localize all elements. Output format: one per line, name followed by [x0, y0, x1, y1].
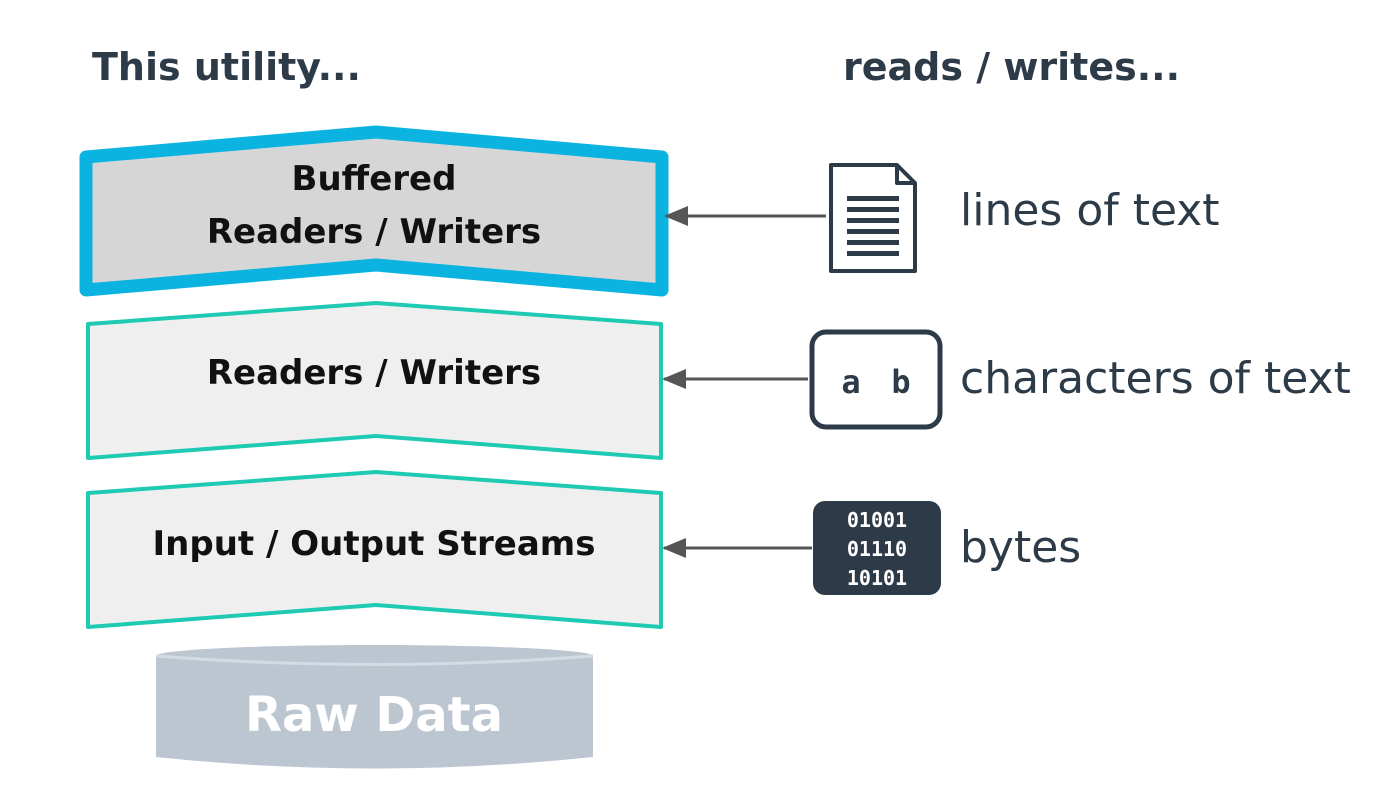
binary-row-3: 10101	[847, 566, 907, 590]
ab-icon: a b	[809, 329, 943, 430]
ab-glyph-a: a	[841, 363, 860, 401]
document-icon	[829, 163, 917, 273]
reads-writes-heading: reads / writes...	[843, 45, 1180, 89]
buffered-label-line2: Readers / Writers	[207, 212, 541, 252]
readers-writers-layer: Readers / Writers	[86, 301, 663, 460]
binary-row-2: 01110	[847, 537, 907, 561]
raw-data-label: Raw Data	[245, 687, 503, 743]
characters-of-text-label: characters of text	[960, 353, 1351, 404]
lines-of-text-label: lines of text	[960, 185, 1220, 236]
buffered-label-line1: Buffered	[292, 159, 457, 199]
binary-icon: 01001 01110 10101	[813, 501, 941, 595]
binary-row-1: 01001	[847, 508, 907, 532]
readers-writers-label: Readers / Writers	[207, 353, 541, 393]
ab-glyph-b: b	[891, 363, 910, 401]
streams-layer: Input / Output Streams	[86, 470, 663, 629]
raw-data-cylinder: Raw Data	[155, 645, 594, 769]
bytes-label: bytes	[960, 522, 1081, 573]
streams-label: Input / Output Streams	[153, 524, 596, 564]
buffered-layer: Buffered Readers / Writers	[79, 125, 669, 297]
utility-heading: This utility...	[92, 45, 361, 89]
